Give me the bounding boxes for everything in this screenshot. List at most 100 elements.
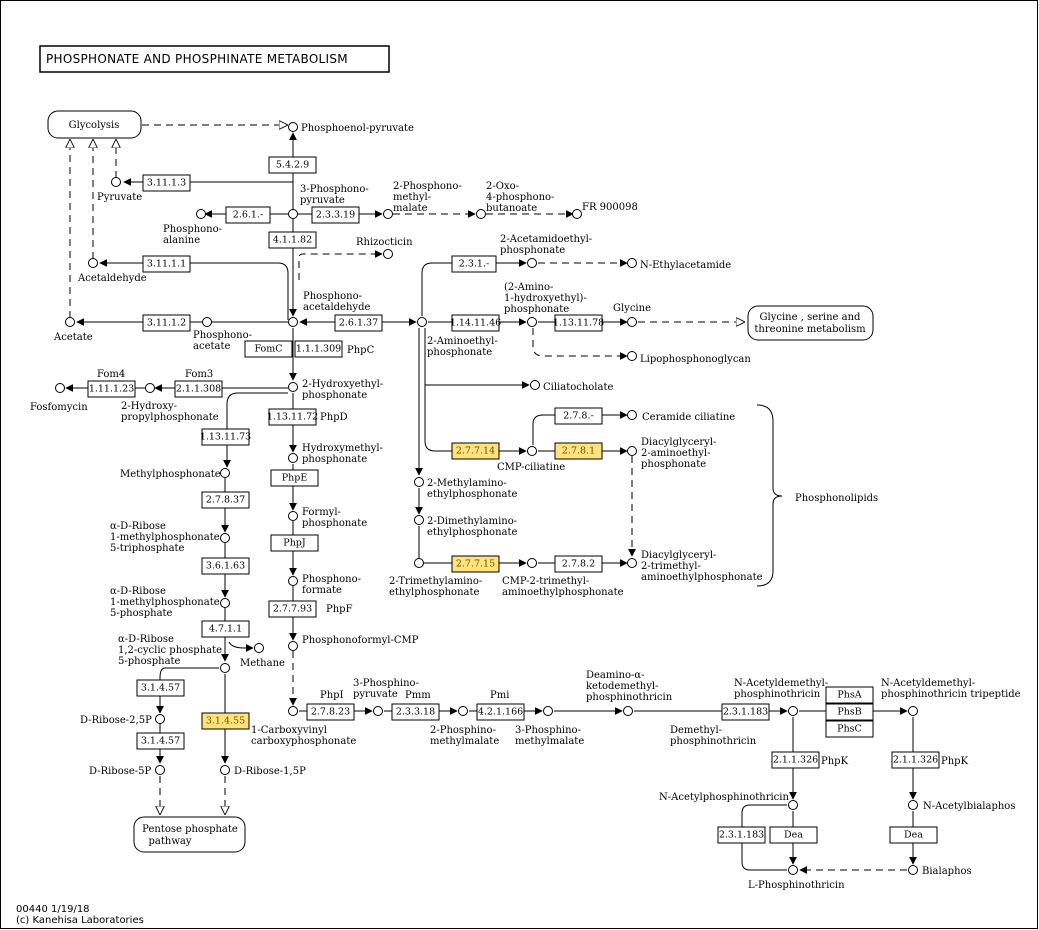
compound-nadmpt[interactable] — [788, 706, 798, 716]
gene-box-phpj[interactable]: PhpJ — [270, 534, 319, 552]
compound-lpt[interactable] — [788, 865, 798, 875]
compound-bialaphos[interactable] — [908, 865, 918, 875]
gene-box-dea1[interactable]: Dea — [769, 826, 818, 844]
enzyme-2-3-1-183[interactable]: 2.3.1.183 — [721, 703, 770, 721]
enzyme-4-7-1-1[interactable]: 4.7.1.1 — [201, 620, 250, 638]
enzyme-2-7-8-2[interactable]: 2.7.8.2 — [554, 555, 603, 573]
enzyme-2-1-1-308[interactable]: 2.1.1.308 — [174, 380, 223, 398]
svg-text:PhsA: PhsA — [837, 690, 861, 701]
enzyme-2-7-8--x[interactable]: 2.7.8.- — [554, 407, 603, 425]
enzyme-3-11-1-3[interactable]: 3.11.1.3 — [142, 174, 191, 192]
compound-acetald[interactable] — [88, 258, 98, 268]
enzyme-2-7-8-23[interactable]: 2.7.8.23 — [306, 703, 355, 721]
enzyme-2-3-1--x[interactable]: 2.3.1.- — [451, 255, 497, 273]
enzyme-2-3-3-19[interactable]: 2.3.3.19 — [311, 206, 360, 224]
compound-dkdp[interactable] — [623, 706, 633, 716]
enzyme-2-6-1--x[interactable]: 2.6.1.- — [225, 206, 271, 224]
compound-napt[interactable] — [788, 800, 798, 810]
compound-aep[interactable] — [417, 317, 427, 327]
enzyme-1-11-1-23[interactable]: 1.11.1.23 — [87, 380, 136, 398]
enzyme-2-7-8-37[interactable]: 2.7.8.37 — [201, 491, 250, 509]
enzyme-4-1-1-82[interactable]: 4.1.1.82 — [268, 231, 317, 249]
compound-cvcp[interactable] — [288, 706, 298, 716]
compound-ppyr[interactable] — [288, 209, 298, 219]
map-pentose-phosphate[interactable]: Pentose phosphate pathway — [133, 816, 246, 853]
enzyme-2-7-8-1[interactable]: 2.7.8.1 — [554, 442, 603, 460]
map-glycolysis[interactable]: Glycolysis — [47, 110, 142, 139]
enzyme-3-1-4-57[interactable]: 3.1.4.57 — [136, 732, 185, 750]
enzyme-3-6-1-63[interactable]: 3.6.1.63 — [201, 557, 250, 575]
compound-opb[interactable] — [476, 209, 486, 219]
compound-glycine[interactable] — [627, 317, 637, 327]
compound-nadmptt[interactable] — [908, 706, 918, 716]
compound-dag-aep[interactable] — [627, 446, 637, 456]
compound-pep[interactable] — [288, 122, 298, 132]
enzyme-1-14-11-46[interactable]: 1.14.11.46 — [450, 314, 501, 332]
compound-lipo[interactable] — [627, 351, 637, 361]
compound-fosfo[interactable] — [55, 383, 65, 393]
compound-rhizo[interactable] — [383, 249, 393, 259]
compound-ahep[interactable] — [527, 317, 537, 327]
enzyme-2-1-1-326[interactable]: 2.1.1.326 — [771, 751, 820, 769]
compound-formylp[interactable] — [288, 511, 298, 521]
compound-hep[interactable] — [288, 382, 298, 392]
compound-ppyr2[interactable] — [373, 706, 383, 716]
compound-rcyc[interactable] — [220, 663, 230, 673]
compound-hpp[interactable] — [145, 383, 155, 393]
compound-methylp[interactable] — [220, 468, 230, 478]
gene-box-phsa[interactable]: PhsA — [825, 686, 874, 704]
enzyme-3-11-1-2[interactable]: 3.11.1.2 — [142, 314, 191, 332]
enzyme-3-1-4-57[interactable]: 3.1.4.57 — [136, 679, 185, 697]
gene-box-phpe[interactable]: PhpE — [270, 469, 319, 487]
enzyme-2-7-7-14[interactable]: 2.7.7.14 — [451, 442, 500, 460]
compound-pmal2[interactable] — [458, 706, 468, 716]
compound-dr5p[interactable] — [155, 765, 165, 775]
gene-box-phsc[interactable]: PhsC — [825, 720, 874, 738]
compound-rp5[interactable] — [220, 598, 230, 608]
compound-cilia[interactable] — [530, 380, 540, 390]
compound-palanine[interactable] — [196, 209, 206, 219]
compound-dmae[interactable] — [414, 515, 424, 525]
compound-pformate[interactable] — [288, 576, 298, 586]
compound-aep-acet[interactable] — [527, 258, 537, 268]
compound-mae[interactable] — [414, 477, 424, 487]
enzyme-3-1-4-55[interactable]: 3.1.4.55 — [201, 712, 250, 730]
compound-fr[interactable] — [572, 209, 582, 219]
enzyme-2-3-1-183[interactable]: 2.3.1.183 — [717, 826, 766, 844]
enzyme-1-13-11-72[interactable]: 1.13.11.72 — [267, 408, 318, 426]
enzyme-3-11-1-1[interactable]: 3.11.1.1 — [142, 255, 191, 273]
compound-acetate[interactable] — [65, 317, 75, 327]
compound-pacetate[interactable] — [202, 317, 212, 327]
compound-methane[interactable] — [254, 643, 264, 653]
compound-ceramide[interactable] — [627, 410, 637, 420]
enzyme-2-1-1-326[interactable]: 2.1.1.326 — [891, 751, 940, 769]
compound-rtp[interactable] — [220, 533, 230, 543]
enzyme-1-13-11-73[interactable]: 1.13.11.73 — [200, 428, 251, 446]
compound-hmp[interactable] — [288, 453, 298, 463]
enzyme-2-7-7-15[interactable]: 2.7.7.15 — [451, 555, 500, 573]
enzyme-2-7-7-93[interactable]: 2.7.7.93 — [268, 600, 317, 618]
gene-box-fomc[interactable]: FomC — [244, 340, 293, 358]
compound-dr15p[interactable] — [220, 765, 230, 775]
compound-pacetald[interactable] — [288, 317, 298, 327]
compound-dr25p[interactable] — [155, 714, 165, 724]
enzyme-1-13-11-78[interactable]: 1.13.11.78 — [553, 314, 604, 332]
compound-cmpcil[interactable] — [527, 446, 537, 456]
compound-cmptm[interactable] — [527, 558, 537, 568]
compound-pmm-cpd[interactable] — [383, 209, 393, 219]
map-glycine-serine-threonine[interactable]: Glycine , serine and threonine metabolis… — [747, 305, 874, 341]
compound-nethyl[interactable] — [627, 258, 637, 268]
compound-nab[interactable] — [908, 800, 918, 810]
enzyme-5-4-2-9[interactable]: 5.4.2.9 — [268, 156, 317, 174]
compound-dag-tm[interactable] — [627, 558, 637, 568]
gene-box-phsb[interactable]: PhsB — [825, 703, 874, 721]
compound-pfcmp[interactable] — [288, 641, 298, 651]
compound-pmal3[interactable] — [543, 706, 553, 716]
enzyme-2-6-1-37[interactable]: 2.6.1.37 — [334, 314, 383, 332]
enzyme-1-1-1-309[interactable]: 1.1.1.309 — [294, 340, 343, 358]
compound-tmae[interactable] — [414, 558, 424, 568]
enzyme-4-2-1-166[interactable]: 4.2.1.166 — [476, 703, 525, 721]
compound-pyruvate[interactable] — [111, 177, 121, 187]
gene-box-dea2[interactable]: Dea — [889, 826, 938, 844]
enzyme-2-3-3-18[interactable]: 2.3.3.18 — [391, 703, 440, 721]
